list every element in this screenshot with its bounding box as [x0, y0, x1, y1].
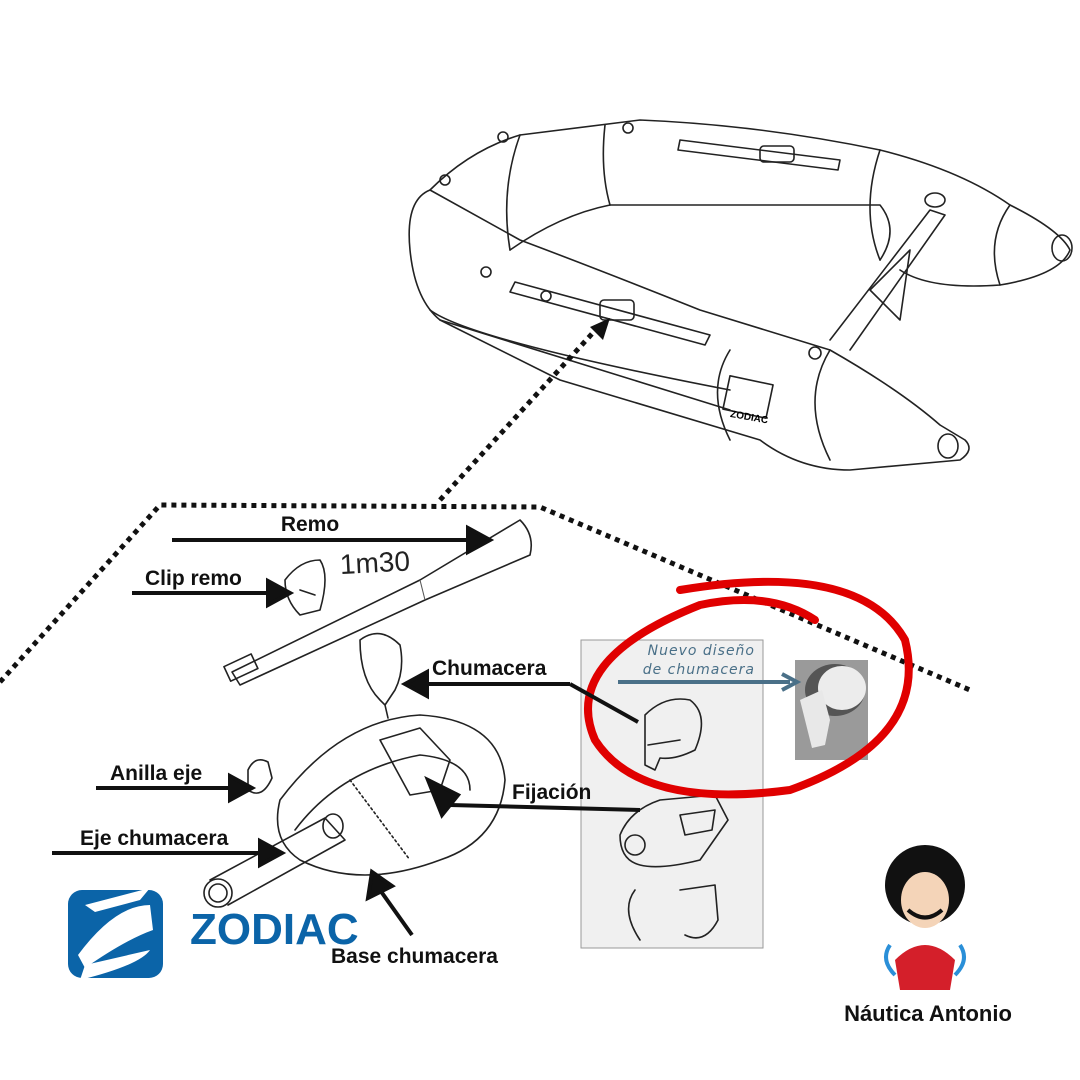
mascot-caricature [884, 845, 966, 990]
label-chumacera: Chumacera [432, 657, 547, 680]
zodiac-logo: ZODIAC [68, 888, 359, 980]
zodiac-logo-text: ZODIAC [190, 905, 359, 954]
highlight-circle [584, 577, 913, 799]
new-oarlock-photo [795, 660, 868, 760]
label-remo: Remo [281, 513, 339, 536]
oar-clip-illustration [284, 559, 326, 616]
label-eje-chumacera: Eje chumacera [80, 827, 229, 850]
axle-ring-illustration [247, 759, 273, 794]
new-design-note-line2: de chumacera [643, 662, 755, 678]
oarlock-base-illustration [276, 714, 506, 876]
dotted-callout-lines [0, 318, 971, 693]
oar-illustration [223, 519, 533, 686]
label-clip-remo: Clip remo [145, 567, 242, 590]
oarlock-illustration [359, 632, 403, 719]
credit-text: Náutica Antonio [844, 1001, 1012, 1026]
new-design-note-line1: Nuevo diseño [648, 643, 755, 659]
label-fijacion: Fijación [512, 781, 591, 804]
label-anilla-eje: Anilla eje [110, 762, 202, 785]
boat-decal-text: ZODIAC [729, 409, 769, 426]
inflatable-boat-illustration: ZODIAC [408, 119, 1073, 471]
label-base-chumacera: Base chumacera [331, 945, 498, 968]
label-arrows [52, 524, 641, 937]
label-oar-length: 1m30 [339, 545, 411, 580]
